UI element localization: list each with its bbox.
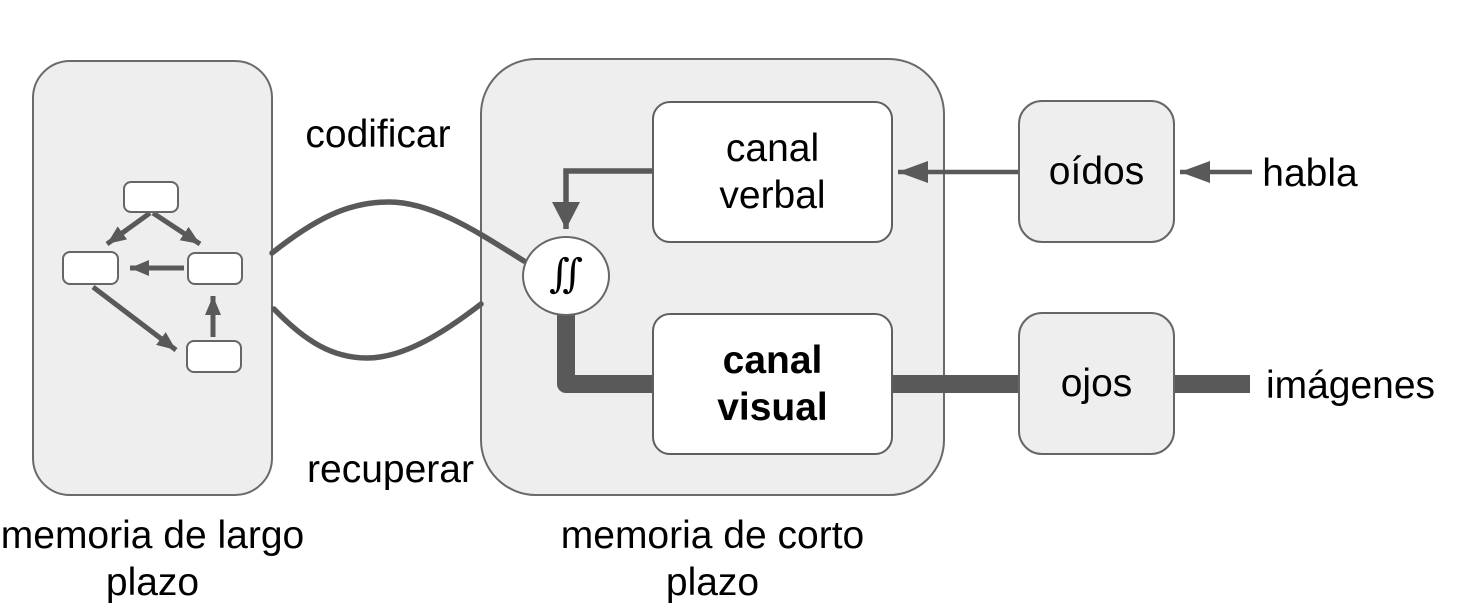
verbal-channel-box: canal verbal <box>652 101 893 243</box>
speech-label: habla <box>1262 152 1358 195</box>
retrieve-label: recuperar <box>307 448 474 491</box>
double-integral-icon: ∬ <box>548 251 584 297</box>
eyes-box: ojos <box>1018 312 1175 455</box>
images-label: imágenes <box>1265 364 1436 407</box>
memory-network-node-left <box>62 251 119 285</box>
encode-curve <box>269 199 527 264</box>
integration-circle: ∬ <box>522 236 610 316</box>
ears-box: oídos <box>1018 100 1175 243</box>
network-arrow-top-to-left <box>105 210 152 247</box>
encode-label: codificar <box>305 113 451 156</box>
network-arrow-left-to-bottom <box>91 285 178 352</box>
retrieve-curve <box>271 301 484 361</box>
memory-network-node-bottom <box>186 340 242 373</box>
long-term-memory-label: memoria de largo plazo <box>0 514 305 605</box>
short-term-memory-label: memoria de corto plazo <box>560 514 865 605</box>
visual-channel-box: canal visual <box>652 313 893 455</box>
network-arrow-top-to-right <box>151 210 202 247</box>
verbal-to-integration-arrow <box>552 168 652 229</box>
memory-network-node-right <box>187 252 243 285</box>
memory-network-node-top <box>123 181 179 213</box>
integration-to-visual-thick-line <box>557 306 652 393</box>
